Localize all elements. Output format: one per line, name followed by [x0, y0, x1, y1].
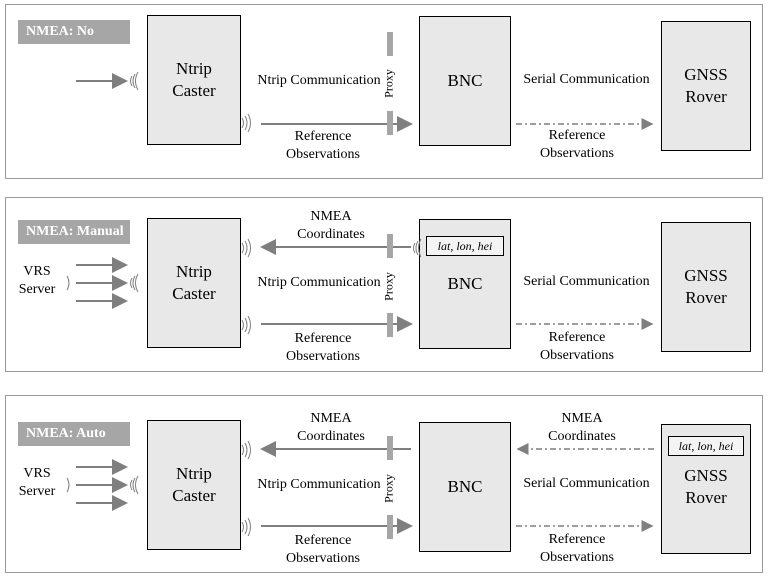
proxy-bar-top [387, 32, 393, 56]
proxy-bar-bottom [387, 313, 393, 337]
panel-nmea-manual: NMEA: Manual Ntrip Caster BNC lat, lon, … [5, 197, 763, 372]
panel-nmea-no: NMEA: No Ntrip Caster BNC GNSS Rover Ntr… [5, 4, 763, 179]
vrs-server-label: VRS Server [18, 264, 56, 297]
brace-icon [66, 275, 70, 291]
proxy-bar-top [387, 436, 393, 460]
proxy-label: Proxy [381, 474, 396, 503]
reference-observations-left: Reference Observations [286, 331, 360, 364]
serial-communication-label: Serial Communication [523, 72, 650, 87]
proxy-bar-bottom [387, 111, 393, 135]
vrs-server-label: VRS Server [18, 466, 56, 499]
bnc-label: BNC [447, 477, 483, 496]
proxy-bar-top [387, 234, 393, 258]
reference-observations-left: Reference Observations [286, 129, 360, 162]
serial-communication-label: Serial Communication [523, 274, 650, 289]
bnc-position-box: lat, lon, hei [426, 236, 504, 256]
serial-communication-label: Serial Communication [523, 476, 650, 491]
proxy-bar-bottom [387, 515, 393, 539]
proxy-label: Proxy [381, 272, 396, 301]
mode-label: NMEA: Auto [18, 422, 130, 446]
bnc-label: BNC [447, 274, 483, 293]
ntrip-communication-label: Ntrip Communication [257, 477, 381, 492]
rover-label: GNSS Rover [684, 466, 728, 507]
reference-observations-right: Reference Observations [540, 128, 614, 161]
brace-icon [66, 477, 70, 493]
panel-nmea-auto: NMEA: Auto Ntrip Caster BNC GNSS Rover l… [5, 395, 763, 573]
proxy-label: Proxy [381, 69, 396, 98]
rover-label: GNSS Rover [684, 266, 728, 307]
reference-observations-right: Reference Observations [540, 330, 614, 363]
caster-label: Ntrip Caster [172, 59, 216, 100]
ntrip-communication-label: Ntrip Communication [257, 275, 381, 290]
nmea-coordinates-right: NMEA Coordinates [548, 411, 616, 444]
ntrip-caster-box: Ntrip Caster [147, 15, 241, 145]
bnc-box: BNC [419, 422, 511, 552]
reference-observations-right: Reference Observations [540, 532, 614, 565]
rover-position-box: lat, lon, hei [668, 436, 744, 456]
mode-label: NMEA: No [18, 20, 130, 44]
gnss-rover-box: GNSS Rover [661, 21, 751, 151]
rover-label: GNSS Rover [684, 65, 728, 106]
caster-label: Ntrip Caster [172, 464, 216, 505]
bnc-box: BNC [419, 16, 511, 146]
ntrip-caster-box: Ntrip Caster [147, 218, 241, 348]
ntrip-caster-box: Ntrip Caster [147, 420, 241, 550]
ntrip-communication-label: Ntrip Communication [257, 73, 381, 88]
bnc-label: BNC [447, 71, 483, 90]
nmea-coordinates-left: NMEA Coordinates [297, 411, 365, 444]
mode-label: NMEA: Manual [18, 220, 130, 244]
reference-observations-left: Reference Observations [286, 533, 360, 566]
caster-label: Ntrip Caster [172, 262, 216, 303]
nmea-coordinates-left: NMEA Coordinates [297, 209, 365, 242]
gnss-rover-box: GNSS Rover [661, 222, 751, 352]
